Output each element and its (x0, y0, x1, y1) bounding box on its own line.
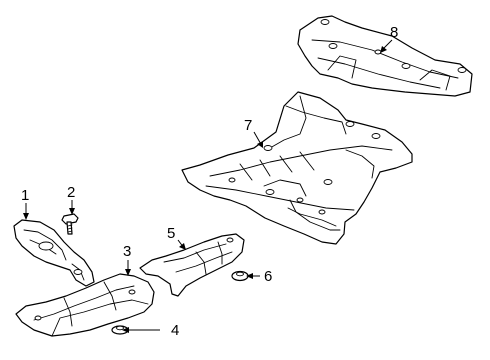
callout-3: 3 (123, 243, 131, 260)
callout-7: 7 (244, 117, 252, 134)
callout-6: 6 (264, 268, 272, 285)
part-5-intermediate-heat-shield (139, 233, 245, 297)
callout-2: 2 (67, 184, 75, 201)
callout-labels: 1 2 3 4 5 6 7 8 (21, 24, 398, 339)
part-3-lower-heat-shield (15, 273, 155, 337)
part-2-bolt (61, 213, 79, 235)
part-4-nut (111, 325, 129, 335)
part-6-nut (231, 270, 249, 282)
leader-arrowheads (23, 46, 387, 333)
callout-8: 8 (390, 24, 398, 41)
callout-1: 1 (21, 187, 29, 204)
part-8-rear-heat-shield (297, 15, 473, 97)
part-1-manifold-heat-shield (13, 219, 95, 287)
callout-5: 5 (167, 225, 175, 242)
callout-4: 4 (171, 322, 179, 339)
part-7-center-heat-shield (181, 91, 413, 245)
